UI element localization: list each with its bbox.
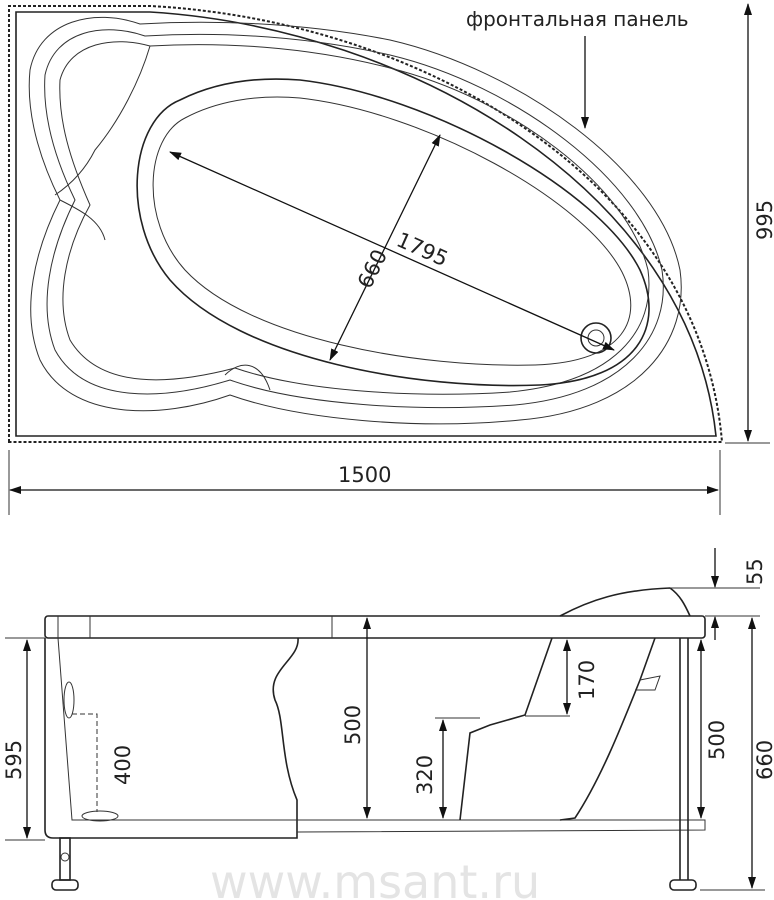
headrest-left [54,45,151,196]
dim-overall-width-label: 1500 [338,463,391,487]
seat-step [59,199,271,391]
top-view: 1795 660 фронтальная панель 1500 995 [8,3,774,515]
dim-inner-depth-center-label: 500 [341,705,365,745]
headrest [559,587,691,617]
dim-seat-height-label: 320 [413,755,437,795]
rim-mid [44,29,664,409]
dim-seat-step-label: 170 [575,660,599,700]
tub-outline [15,11,717,437]
drain-inner [587,329,605,347]
seat-profile [459,637,656,821]
dim-line-length [169,151,615,351]
rim-inner [59,41,650,395]
front-panel-label: фронтальная панель [466,7,689,31]
dim-total-height-label: 660 [753,740,774,780]
dim-line-width [329,134,441,361]
dim-headrest-label: 55 [743,558,767,585]
overflow [63,681,75,719]
side-view: 400 595 500 320 170 500 55 660 www.msant… [2,548,774,900]
dim-width-inner-label: 660 [353,246,392,293]
rim [44,615,706,639]
foot-right [669,879,697,891]
panel-side-line [57,637,706,833]
tub-outline-dashed [8,5,724,443]
front-panel [44,637,299,839]
panel-hole [60,852,70,862]
rim-outer [28,16,682,425]
overflow-dim-dashed [72,713,98,812]
watermark: www.msant.ru [210,855,540,900]
dim-overall-depth-label: 995 [753,200,774,240]
dim-inner-depth-right-label: 500 [705,720,729,760]
basin-outer [136,78,650,387]
headrest-pillow [635,675,661,691]
foot-left [51,879,79,891]
drain-side [81,810,119,822]
dim-rim-height-label: 595 [2,740,26,780]
dim-overflow-label: 400 [111,745,135,785]
